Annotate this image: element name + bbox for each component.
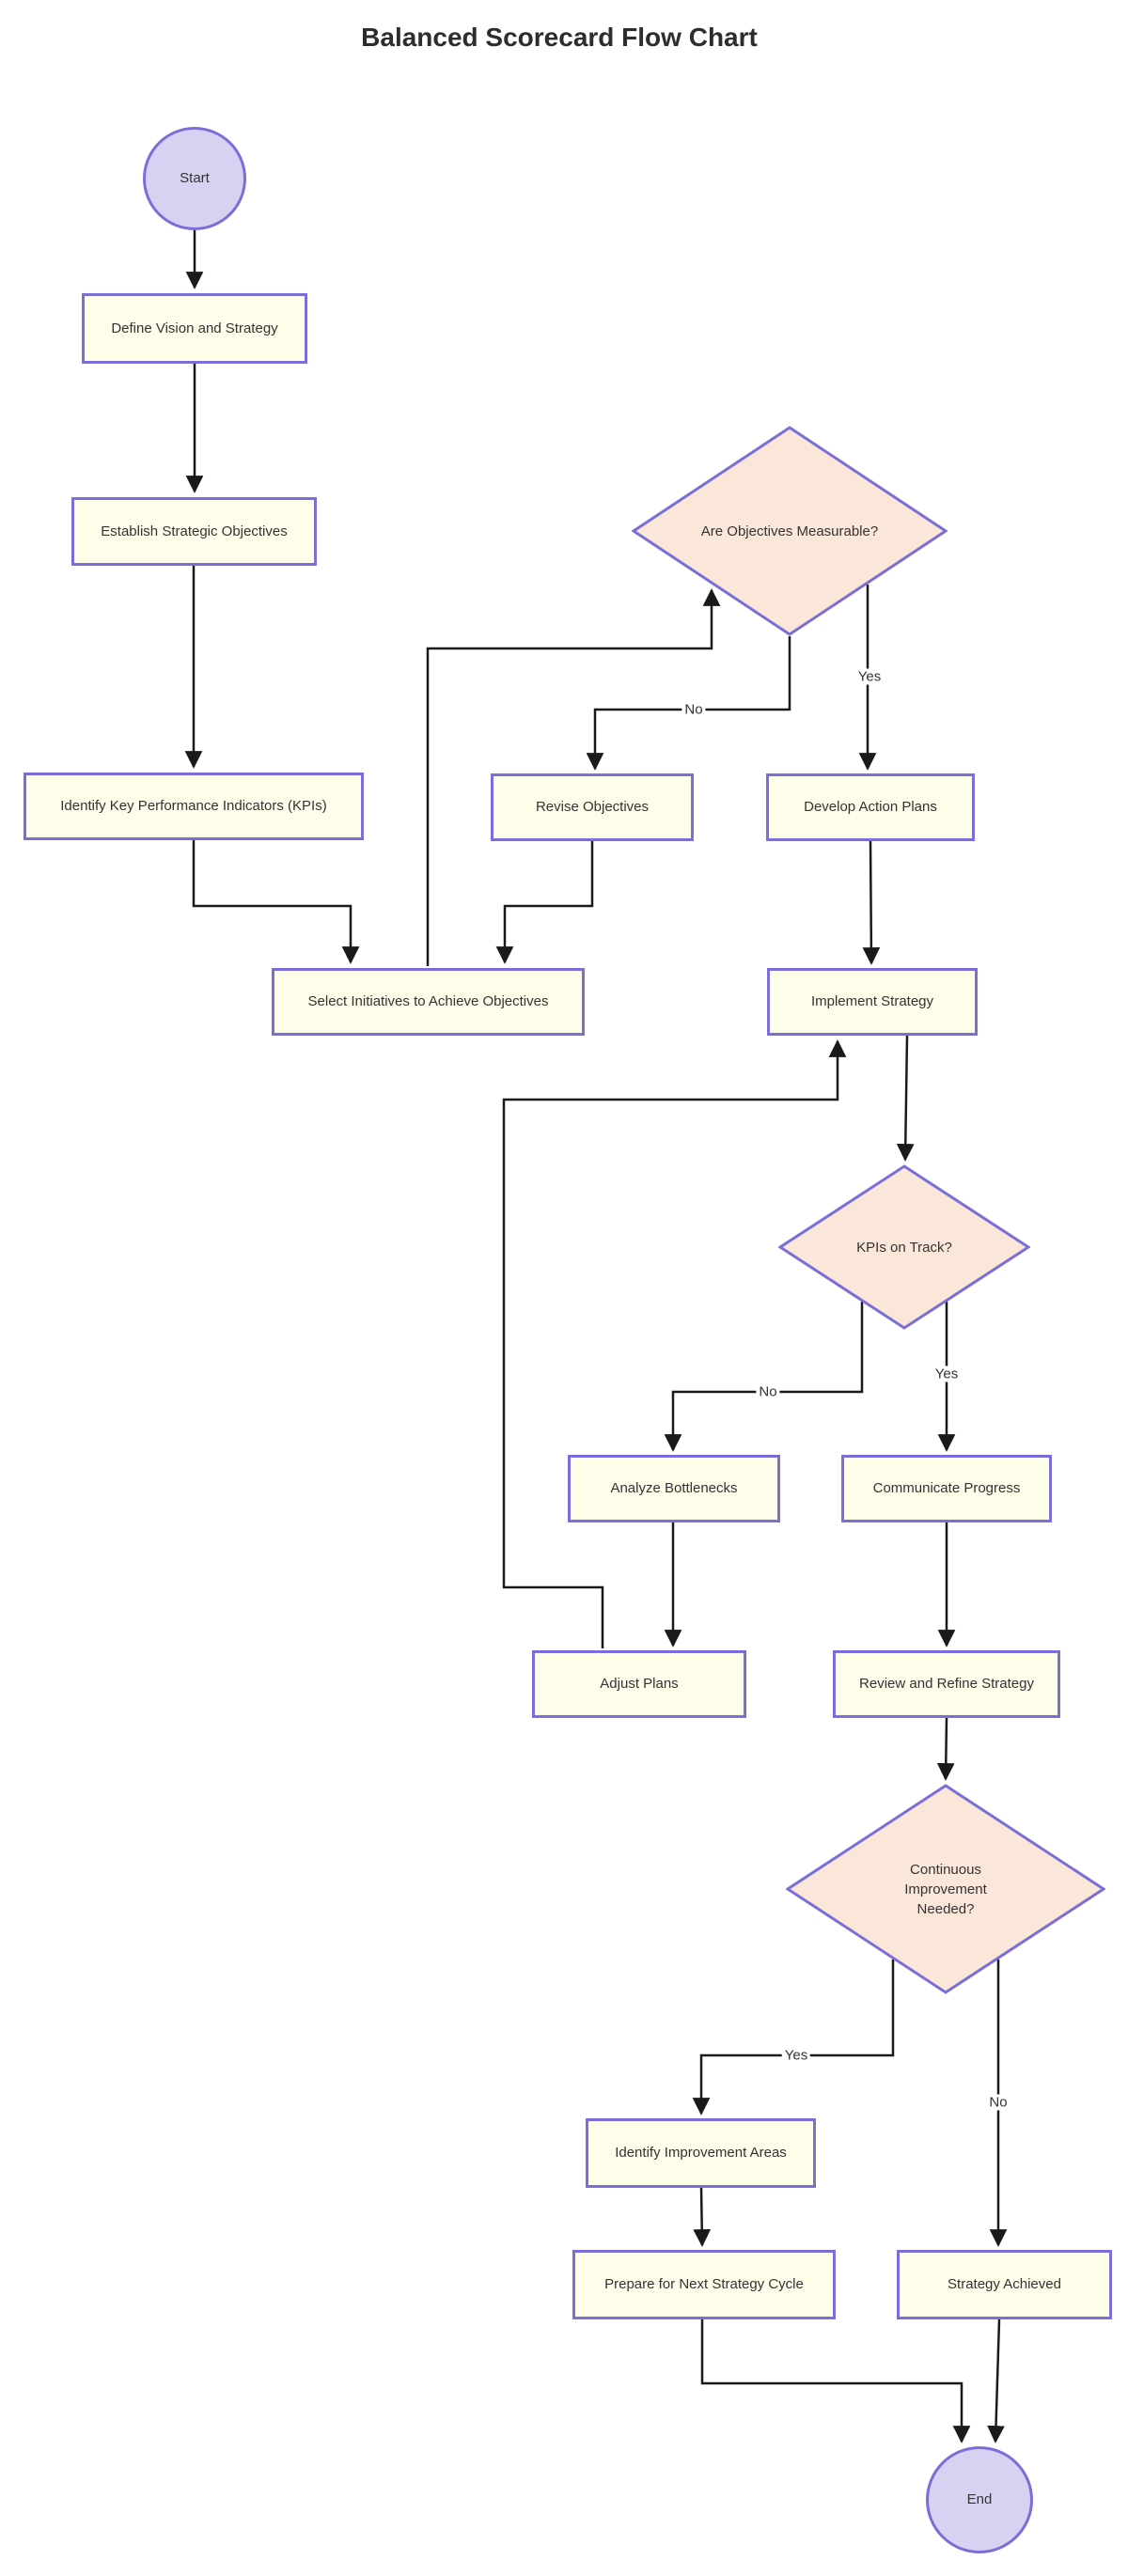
edge-label-objectives-yes: Yes: [854, 668, 885, 685]
decision-objectives-measurable: Are Objectives Measurable?: [632, 426, 948, 636]
decision-objectives-measurable-label: Are Objectives Measurable?: [700, 523, 879, 539]
node-identify-kpis-label: Identify Key Performance Indicators (KPI…: [60, 798, 327, 815]
edge-revise-select: [495, 841, 594, 964]
node-develop-action-plans-label: Develop Action Plans: [804, 799, 937, 816]
node-implement-strategy: Implement Strategy: [767, 968, 978, 1036]
node-adjust-plans-label: Adjust Plans: [600, 1676, 679, 1693]
page-title: Balanced Scorecard Flow Chart: [361, 23, 758, 52]
edge-label-improvement-yes: Yes: [781, 2047, 811, 2064]
node-establish-objectives-label: Establish Strategic Objectives: [101, 523, 288, 539]
node-review-refine-label: Review and Refine Strategy: [859, 1676, 1034, 1693]
node-implement-strategy-label: Implement Strategy: [810, 993, 934, 1010]
edge-kpis-select: [192, 840, 360, 964]
node-strategy-achieved-label: Strategy Achieved: [948, 2276, 1061, 2293]
edge-identify-prepare: [693, 2187, 712, 2247]
diamond-shape: [778, 1164, 1030, 1330]
node-analyze-bottlenecks-label: Analyze Bottlenecks: [610, 1480, 738, 1497]
node-prepare-next-cycle-label: Prepare for Next Strategy Cycle: [604, 2276, 804, 2293]
edge-adjust-implement-loop: [502, 1039, 847, 1648]
node-identify-kpis: Identify Key Performance Indicators (KPI…: [24, 773, 364, 840]
node-review-refine: Review and Refine Strategy: [833, 1650, 1060, 1718]
node-prepare-next-cycle: Prepare for Next Strategy Cycle: [572, 2250, 836, 2319]
node-identify-improvement-label: Identify Improvement Areas: [615, 2145, 787, 2162]
edge-prepare-end: [700, 2319, 971, 2443]
edge-achieved-end: [987, 2318, 1005, 2443]
node-end-label: End: [966, 2491, 993, 2508]
node-define-vision: Define Vision and Strategy: [82, 293, 307, 364]
diamond-shape: [632, 426, 948, 636]
node-communicate-progress: Communicate Progress: [841, 1455, 1052, 1522]
node-select-initiatives-label: Select Initiatives to Achieve Objectives: [307, 993, 549, 1010]
node-revise-objectives-label: Revise Objectives: [535, 799, 650, 816]
decision-kpis-on-track: KPIs on Track?: [778, 1164, 1030, 1330]
diamond-shape: [786, 1784, 1105, 1994]
node-revise-objectives: Revise Objectives: [491, 773, 694, 841]
edge-develop-implement: [862, 840, 881, 965]
edge-label-objectives-no: No: [682, 701, 706, 718]
decision-continuous-improvement-label: Continuous Improvement Needed?: [904, 1861, 987, 1917]
edge-label-improvement-no: No: [986, 2094, 1010, 2111]
edge-review-continuous: [936, 1717, 955, 1781]
node-select-initiatives: Select Initiatives to Achieve Objectives: [272, 968, 585, 1036]
node-analyze-bottlenecks: Analyze Bottlenecks: [568, 1455, 780, 1522]
edge-label-kpis-yes: Yes: [932, 1366, 962, 1382]
node-communicate-progress-label: Communicate Progress: [872, 1480, 1021, 1497]
edge-select-measurable: [426, 588, 721, 966]
node-adjust-plans: Adjust Plans: [532, 1650, 746, 1718]
edge-label-kpis-no: No: [756, 1383, 780, 1400]
edge-implement-kpistrack: [896, 1035, 915, 1162]
node-identify-improvement: Identify Improvement Areas: [586, 2118, 816, 2188]
node-start-label: Start: [180, 170, 210, 187]
node-strategy-achieved: Strategy Achieved: [897, 2250, 1112, 2319]
node-start: Start: [143, 127, 246, 230]
node-end: End: [926, 2446, 1033, 2553]
decision-kpis-on-track-label: KPIs on Track?: [856, 1239, 952, 1256]
decision-continuous-improvement: Continuous Improvement Needed?: [786, 1784, 1105, 1994]
node-define-vision-label: Define Vision and Strategy: [111, 320, 278, 336]
node-establish-objectives: Establish Strategic Objectives: [71, 497, 317, 566]
node-develop-action-plans: Develop Action Plans: [766, 773, 975, 841]
